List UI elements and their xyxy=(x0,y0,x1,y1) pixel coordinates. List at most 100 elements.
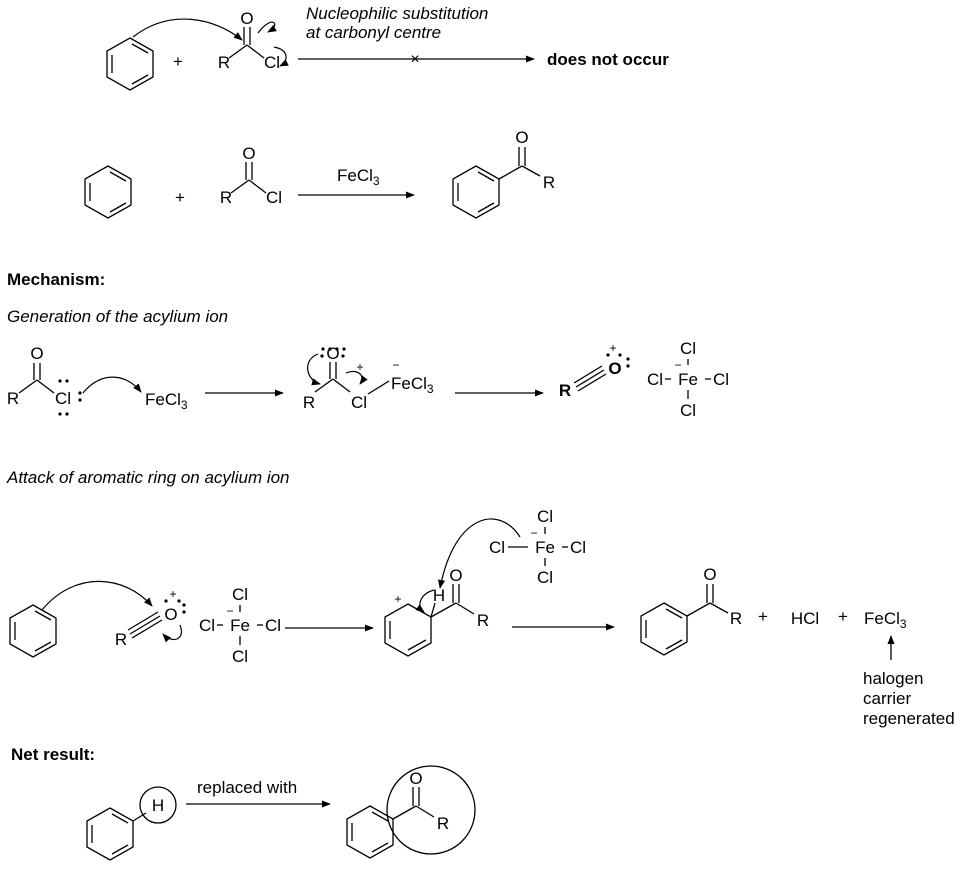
atom-h: H xyxy=(152,796,164,815)
atom-cl: Cl xyxy=(265,616,281,635)
atom-r: R xyxy=(303,393,315,412)
atom-o: O xyxy=(30,344,43,363)
benzene-ring xyxy=(9,604,57,658)
byproduct-hcl: HCl xyxy=(791,609,819,628)
plus-sign: + xyxy=(758,607,768,626)
atom-o: O xyxy=(515,128,528,147)
atom-o: O xyxy=(608,359,621,378)
atom-o: O xyxy=(449,566,462,585)
step-heading: Attack of aromatic ring on acylium ion xyxy=(6,468,290,487)
atom-r: R xyxy=(477,611,489,630)
atom-o: O xyxy=(240,9,253,28)
atom-r: R xyxy=(437,814,449,833)
row-aromatic-attack: R O + Cl Cl Fe Cl Cl − xyxy=(9,507,955,728)
charge-plus: + xyxy=(394,592,401,606)
curly-arrow xyxy=(257,21,277,34)
acyl-chloride: R O Cl xyxy=(220,144,282,207)
atom-cl: Cl xyxy=(232,647,248,666)
atom-r: R xyxy=(559,381,571,400)
row-acylium-generation: R O Cl FeCl3 R O Cl + − FeCl3 xyxy=(7,339,729,420)
atom-o: O xyxy=(242,144,255,163)
no-reaction-text: does not occur xyxy=(547,50,669,69)
plus-sign: + xyxy=(838,607,848,626)
atom-r: R xyxy=(115,630,127,649)
lone-pair-dots xyxy=(606,353,630,368)
tetrachloroferrate: Cl Cl Fe Cl Cl − xyxy=(199,585,281,666)
acylium-ion: R O + xyxy=(115,587,186,649)
section-heading: Net result: xyxy=(11,745,95,764)
note-text: halogen xyxy=(863,669,924,688)
atom-cl: Cl xyxy=(680,401,696,420)
curly-arrow xyxy=(132,18,243,41)
atom-cl: Cl xyxy=(570,538,586,557)
plus-sign: + xyxy=(175,188,185,207)
condition-text: Nucleophilic substitution xyxy=(306,4,488,23)
acyl-chloride: R O Cl xyxy=(218,9,280,72)
curly-arrow xyxy=(41,580,153,611)
regenerated-catalyst: FeCl3 xyxy=(864,609,907,631)
row-net-result: H replaced with O R xyxy=(86,765,476,861)
step-heading: Generation of the acylium ion xyxy=(7,307,228,326)
charge-minus: − xyxy=(674,358,681,372)
charge-minus: − xyxy=(530,526,537,540)
benzene-ring xyxy=(106,37,154,91)
aryl-ketone: O R xyxy=(452,128,555,219)
atom-cl: Cl xyxy=(266,188,282,207)
acylium-ion: R O + xyxy=(559,341,630,400)
atom-fe: Fe xyxy=(535,538,555,557)
lone-pair-dots xyxy=(320,347,346,358)
atom-h: H xyxy=(433,586,445,605)
atom-o: O xyxy=(326,344,339,363)
acyl-fecl3-complex: R O Cl + − FeCl3 xyxy=(303,344,434,412)
condition-text: at carbonyl centre xyxy=(306,23,441,42)
atom-fe: Fe xyxy=(678,370,698,389)
acyl-chloride: R O Cl xyxy=(7,344,82,416)
charge-plus: + xyxy=(356,360,363,374)
highlight-circle xyxy=(139,786,177,824)
note-text: regenerated xyxy=(863,709,955,728)
section-heading: Mechanism: xyxy=(7,270,105,289)
tetrachloroferrate: Cl Cl Fe Cl Cl − xyxy=(489,507,586,587)
charge-minus: − xyxy=(226,604,233,618)
atom-cl: Cl xyxy=(489,538,505,557)
atom-cl: Cl xyxy=(232,585,248,604)
curly-arrow xyxy=(307,353,321,386)
transformation-label: replaced with xyxy=(197,778,297,797)
atom-fe: Fe xyxy=(230,616,250,635)
curly-arrow xyxy=(345,370,368,385)
atom-o: O xyxy=(703,565,716,584)
lone-pair-dots xyxy=(58,379,82,416)
atom-o: O xyxy=(164,605,177,624)
atom-r: R xyxy=(218,53,230,72)
atom-r: R xyxy=(730,609,742,628)
lewis-acid: FeCl3 xyxy=(145,390,188,412)
curly-arrow xyxy=(162,624,182,643)
atom-r: R xyxy=(7,389,19,408)
atom-cl: Cl xyxy=(713,370,729,389)
atom-cl: Cl xyxy=(537,568,553,587)
benzene-ring xyxy=(84,165,132,219)
atom-cl: Cl xyxy=(264,53,280,72)
lone-pair-dots xyxy=(164,599,186,614)
cross-mark: × xyxy=(410,51,419,68)
curly-arrow xyxy=(82,376,142,394)
fecl3-fragment: FeCl3 xyxy=(391,374,434,396)
atom-r: R xyxy=(543,173,555,192)
tetrachloroferrate: Cl Cl Fe Cl Cl − xyxy=(647,339,729,420)
atom-cl: Cl xyxy=(351,393,367,412)
curly-arrow xyxy=(415,589,435,613)
atom-cl: Cl xyxy=(647,370,663,389)
atom-r: R xyxy=(220,188,232,207)
atom-cl: Cl xyxy=(680,339,696,358)
curly-arrow xyxy=(438,518,521,589)
arenium-ion-intermediate: + H O R xyxy=(384,566,489,657)
row-no-reaction: + R O Cl × Nucleophilic substitution at … xyxy=(106,4,669,91)
atom-o: O xyxy=(409,769,422,788)
note-text: carrier xyxy=(863,689,912,708)
charge-minus: − xyxy=(392,358,399,372)
plus-sign: + xyxy=(173,52,183,71)
atom-cl: Cl xyxy=(55,389,71,408)
curly-arrow xyxy=(273,46,289,67)
benzene-ring xyxy=(86,807,147,861)
